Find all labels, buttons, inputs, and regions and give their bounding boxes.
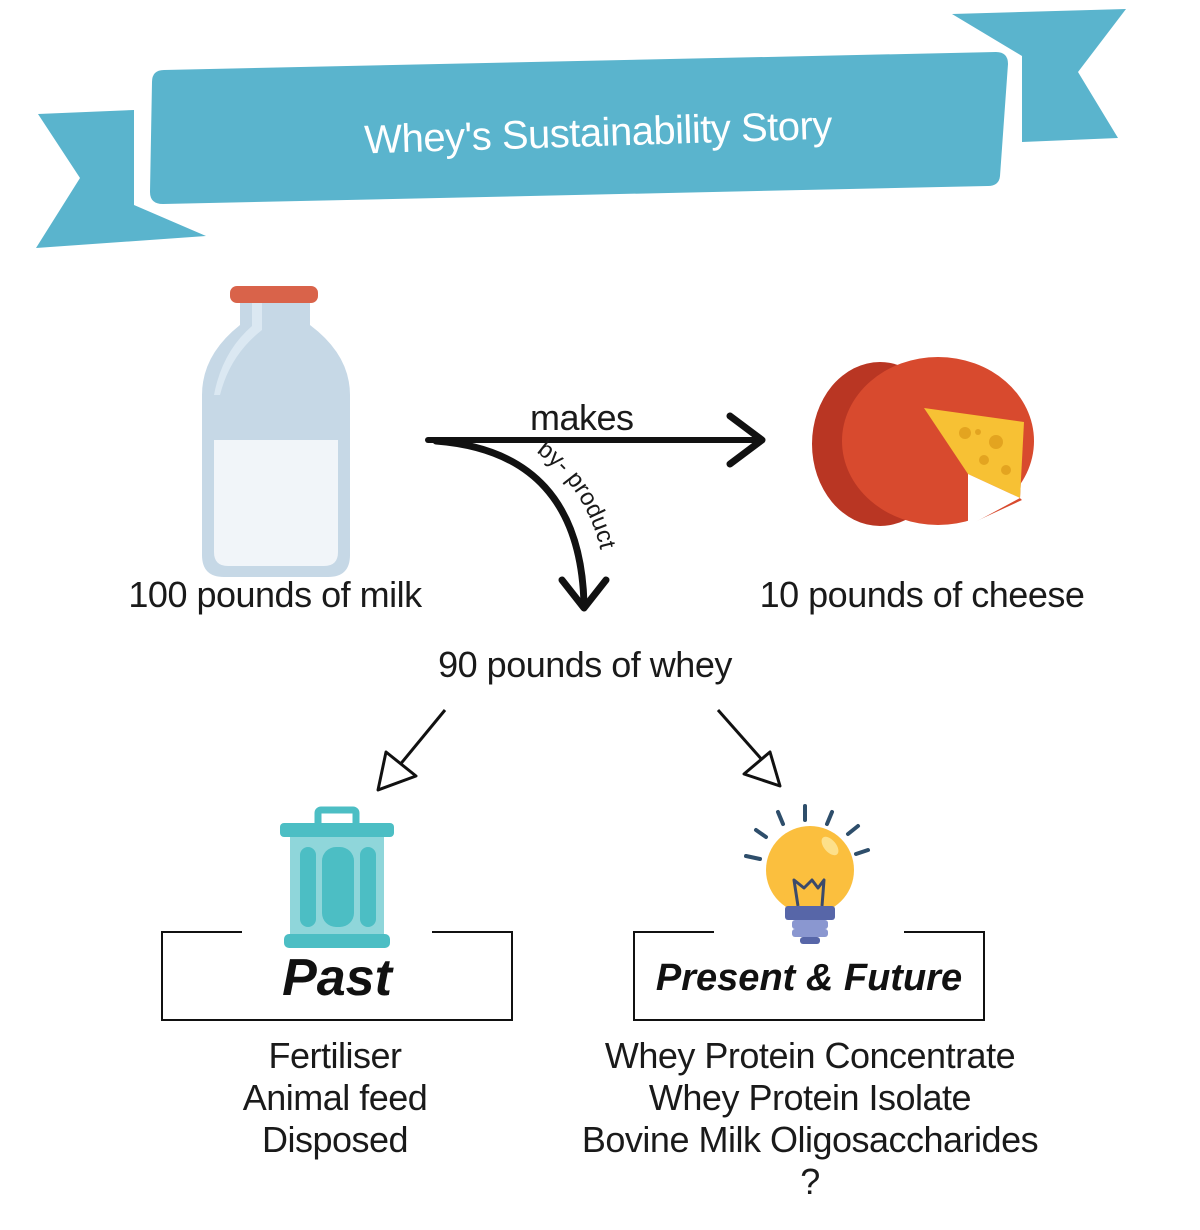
cheese-slice <box>924 408 1024 498</box>
light-bulb-icon <box>744 804 870 944</box>
list-item: Disposed <box>261 1119 409 1160</box>
byproduct-label: by- product <box>532 435 621 552</box>
milk-label: 100 pounds of milk <box>128 574 422 615</box>
cheese-wheel-icon <box>812 357 1034 526</box>
banner-left-tail <box>36 110 206 248</box>
future-title: Present & Future <box>655 957 963 999</box>
list-item: Whey Protein Isolate <box>648 1077 972 1118</box>
past-title: Past <box>282 949 392 1007</box>
title-banner: Whey's Sustainability Story <box>36 9 1126 248</box>
makes-label: makes <box>530 397 634 438</box>
banner-right-tail <box>952 9 1126 142</box>
whey-label: 90 pounds of whey <box>438 644 732 685</box>
list-item: ? <box>800 1161 820 1202</box>
byproduct-arrow <box>432 437 610 612</box>
future-list: Whey Protein Concentrate Whey Protein Is… <box>570 1035 1050 1203</box>
past-arrow <box>376 709 447 792</box>
list-item: Whey Protein Concentrate <box>604 1035 1016 1076</box>
future-arrow <box>716 709 782 788</box>
trash-bin-icon <box>280 806 394 948</box>
past-list: Fertiliser Animal feed Disposed <box>160 1035 510 1161</box>
past-box <box>161 931 513 1021</box>
banner-ribbon <box>150 52 1008 204</box>
cheese-label: 10 pounds of cheese <box>759 574 1085 615</box>
list-item: Animal feed <box>242 1077 428 1118</box>
list-item: Bovine Milk Oligosaccharides <box>581 1119 1039 1160</box>
makes-arrow <box>425 412 766 468</box>
list-item: Fertiliser <box>268 1035 402 1076</box>
milk-bottle-icon <box>202 286 350 577</box>
future-box <box>633 931 985 1021</box>
